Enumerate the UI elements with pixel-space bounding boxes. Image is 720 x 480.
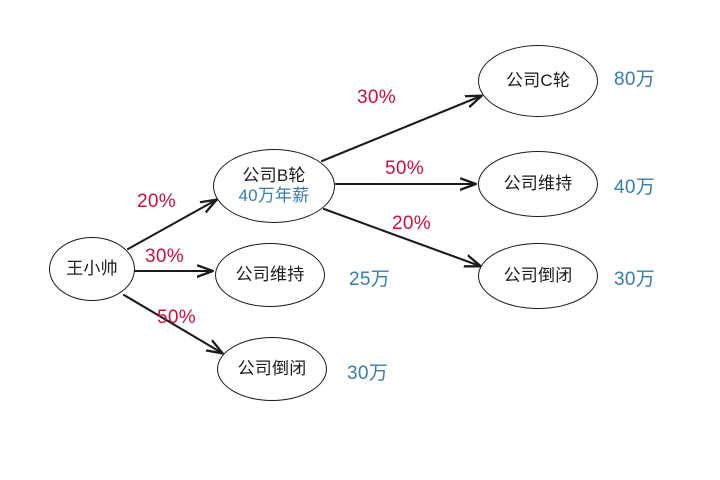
node-right-bankrupt[interactable]: 公司倒闭 bbox=[478, 243, 598, 309]
probability-label-root-to-mid-bankrupt: 50% bbox=[157, 307, 196, 328]
payoff-value-right-bankrupt: 30万 bbox=[614, 269, 656, 290]
edge-b-round-to-c-round bbox=[320, 96, 481, 163]
probability-label-root-to-mid-maintain: 30% bbox=[145, 246, 184, 267]
node-label: 公司倒闭 bbox=[237, 358, 307, 378]
probability-label-b-round-to-c-round: 30% bbox=[357, 87, 396, 108]
node-label: 王小帅 bbox=[66, 258, 118, 278]
edge-b-round-to-right-bankrupt bbox=[322, 207, 480, 266]
node-label: 公司维持 bbox=[235, 264, 305, 284]
probability-label-root-to-b-round: 20% bbox=[137, 191, 176, 212]
node-sublabel: 40万年薪 bbox=[238, 185, 310, 205]
probability-label-b-round-to-right-maintain: 50% bbox=[385, 158, 424, 179]
edge-root-to-mid-bankrupt bbox=[122, 293, 222, 353]
node-mid-maintain[interactable]: 公司维持 bbox=[215, 243, 325, 307]
node-root[interactable]: 王小帅 bbox=[49, 237, 135, 301]
node-label: 公司倒闭 bbox=[503, 265, 573, 285]
node-label: 公司B轮 bbox=[242, 166, 306, 186]
node-right-maintain[interactable]: 公司维持 bbox=[478, 151, 598, 217]
payoff-value-right-maintain: 40万 bbox=[614, 177, 656, 198]
node-c-round[interactable]: 公司C轮 bbox=[478, 45, 598, 117]
edge-root-to-b-round bbox=[126, 200, 216, 251]
node-label: 公司C轮 bbox=[505, 70, 571, 90]
payoff-value-mid-maintain: 25万 bbox=[349, 269, 391, 290]
payoff-value-mid-bankrupt: 30万 bbox=[347, 363, 389, 384]
node-label: 公司维持 bbox=[503, 173, 573, 193]
node-mid-bankrupt[interactable]: 公司倒闭 bbox=[217, 337, 327, 401]
probability-label-b-round-to-right-bankrupt: 20% bbox=[392, 213, 431, 234]
payoff-value-c-round: 80万 bbox=[614, 69, 656, 90]
